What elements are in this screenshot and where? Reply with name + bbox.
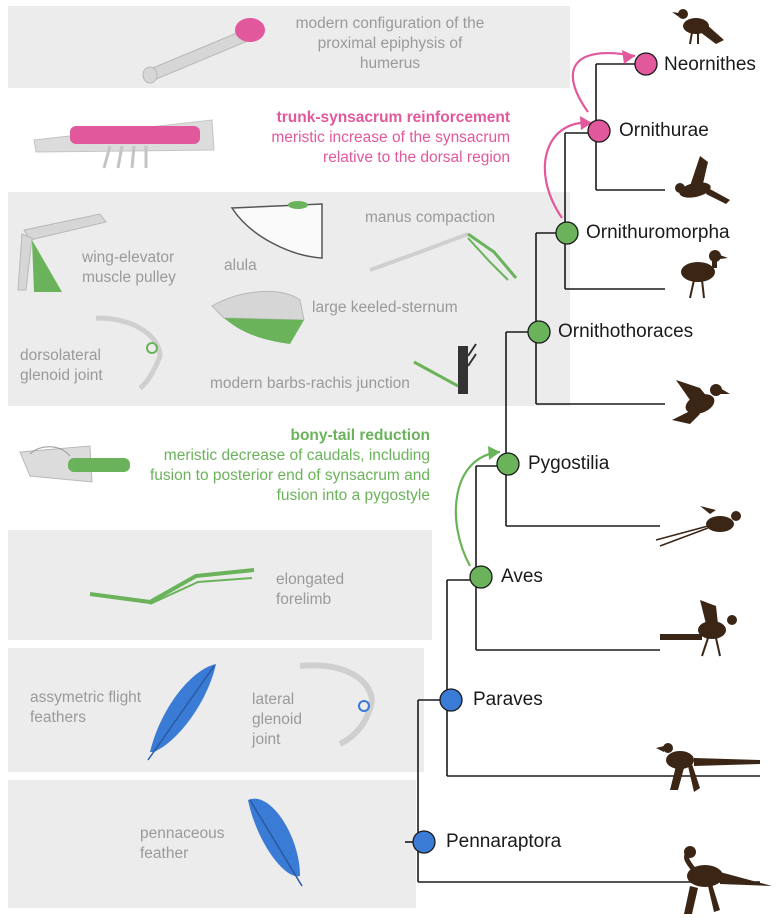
wing-elevator-label: wing-elevator muscle pulley [82, 248, 202, 288]
clade-ornithuromorpha: Ornithuromorpha [586, 222, 730, 244]
humerus-bone-icon [143, 18, 265, 83]
node-pennaraptora [413, 831, 435, 853]
clade-pygostilia: Pygostilia [528, 453, 609, 475]
bony-tail-icon [20, 446, 130, 482]
synsacrum-description: meristic increase of the synsacrum relat… [260, 128, 510, 168]
alula-label: alula [224, 256, 284, 276]
tail-description: meristic decrease of caudals, including … [140, 446, 430, 506]
lateral-label: lateral glenoid joint [252, 690, 322, 750]
node-ornithurae [588, 120, 610, 142]
forelimb-label: elongated forelimb [276, 570, 386, 610]
node-ornithothoraces [528, 321, 550, 343]
dorsolateral-label: dorsolateral glenoid joint [20, 346, 120, 386]
humerus-arrowhead [622, 50, 635, 64]
manus-label: manus compaction [365, 208, 525, 228]
tail-title: bony-tail reduction [250, 426, 430, 446]
clade-neornithes: Neornithes [664, 54, 756, 76]
alula-wing-icon [232, 201, 322, 258]
forelimb-icon [90, 570, 254, 604]
humerus-label: modern configuration of the proximal epi… [290, 14, 490, 74]
node-pygostilia [497, 453, 519, 475]
node-ornithuromorpha [556, 222, 578, 244]
confuciusornis-silhouette [656, 506, 741, 546]
barbs-label: modern barbs-rachis junction [210, 374, 430, 394]
node-neornithes [635, 53, 657, 75]
clade-pennaraptora: Pennaraptora [446, 831, 561, 853]
asymmetric-feather-icon [148, 664, 216, 760]
node-aves [470, 566, 492, 588]
pigeon-silhouette [672, 9, 724, 44]
clade-aves: Aves [501, 566, 543, 588]
synsacrum-title: trunk-synsacrum reinforcement [220, 108, 510, 128]
flying-bird-silhouette [675, 156, 730, 204]
oviraptorosaur-silhouette [684, 846, 772, 914]
clade-ornithothoraces: Ornithothoraces [558, 321, 693, 343]
clade-ornithurae: Ornithurae [619, 120, 709, 142]
synsacrum-skeleton-icon [34, 120, 214, 168]
microraptor-silhouette [656, 743, 760, 792]
clade-paraves: Paraves [473, 689, 543, 711]
manus-icon [370, 234, 516, 280]
tail-arrow [456, 452, 500, 566]
keel-label: large keeled-sternum [312, 298, 502, 318]
assymetric-label: assymetric flight feathers [30, 688, 150, 728]
keeled-sternum-icon [212, 291, 304, 344]
pennaceous-feather-icon [248, 799, 302, 886]
node-paraves [440, 689, 462, 711]
enantiornithine-silhouette [672, 380, 730, 424]
pennaceous-label: pennaceous feather [140, 824, 240, 864]
archaeopteryx-silhouette [660, 600, 737, 656]
duckling-silhouette [681, 250, 728, 298]
synsacrum-arrow [545, 123, 592, 218]
